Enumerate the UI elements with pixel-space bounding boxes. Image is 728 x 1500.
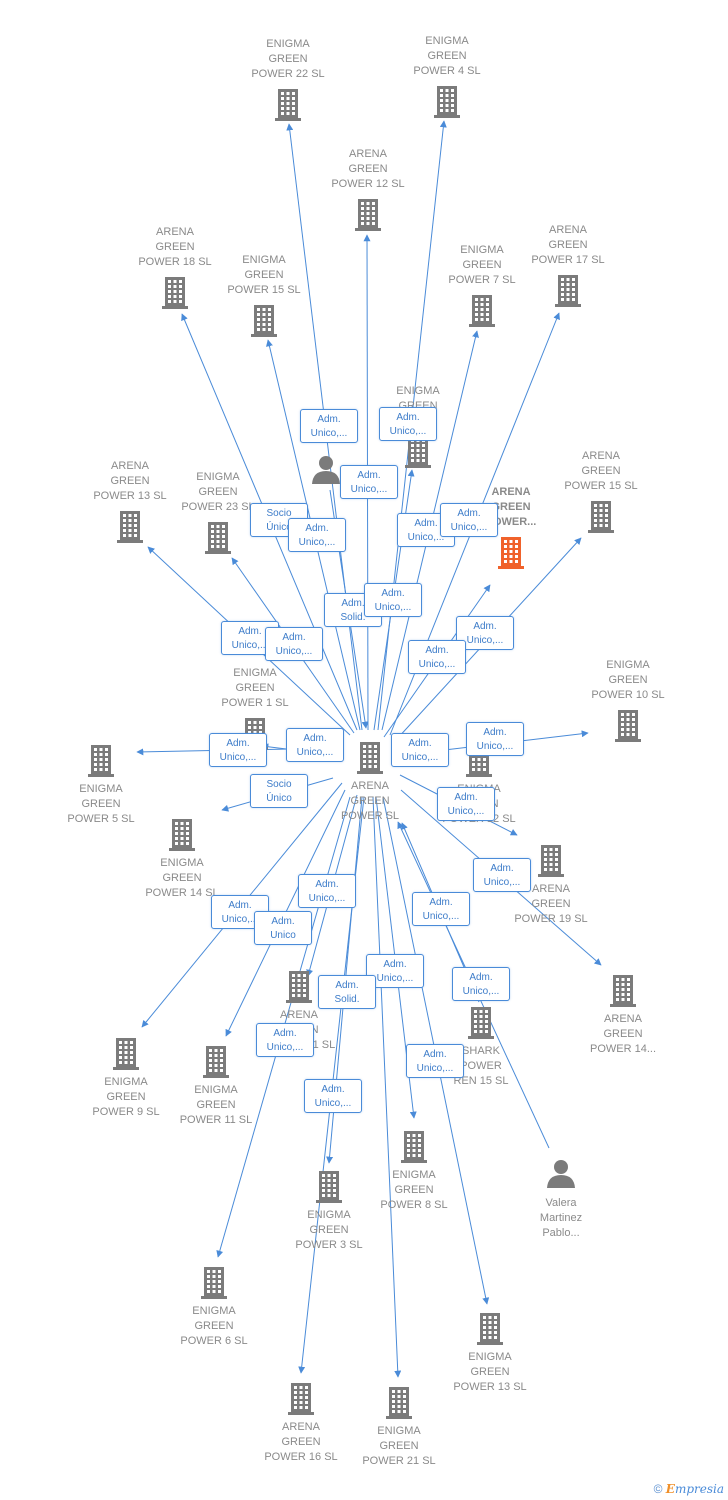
node-label-eg21[interactable]: ENIGMA GREEN POWER 21 SL	[362, 1425, 436, 1467]
node-label-eg15[interactable]: ENIGMA GREEN POWER 15 SL	[227, 254, 301, 296]
relation-label[interactable]: Adm. Unico,...	[412, 892, 470, 926]
node-label-center[interactable]: ARENA GREEN POWER SL	[340, 780, 400, 822]
building-icon[interactable]	[286, 971, 312, 1003]
edge-arrow	[372, 796, 402, 1378]
building-icon[interactable]	[162, 277, 188, 309]
building-icon[interactable]	[88, 745, 114, 777]
relation-label[interactable]: Adm. Unico,...	[452, 967, 510, 1001]
node-label-eg10[interactable]: ENIGMA GREEN POWER 10 SL	[591, 659, 665, 701]
building-icon[interactable]	[434, 86, 460, 118]
building-icon[interactable]	[251, 305, 277, 337]
copyright-symbol: ©	[653, 1482, 663, 1496]
relation-label[interactable]: Adm. Unico,...	[364, 583, 422, 617]
relation-label[interactable]: Adm. Unico	[254, 911, 312, 945]
node-label-eg23[interactable]: ENIGMA GREEN POWER 23 SL	[181, 471, 255, 513]
relation-label[interactable]: Adm. Unico,...	[286, 728, 344, 762]
node-label-ag15[interactable]: ARENA GREEN POWER 15 SL	[564, 450, 638, 492]
relation-label[interactable]: Adm. Unico,...	[391, 733, 449, 767]
building-icon[interactable]	[610, 975, 636, 1007]
node-label-eg13[interactable]: ENIGMA GREEN POWER 13 SL	[453, 1351, 527, 1393]
building-icon[interactable]	[468, 1007, 494, 1039]
building-icon[interactable]	[538, 845, 564, 877]
empresia-logo[interactable]: Empresia	[665, 1482, 724, 1496]
node-label-ag19[interactable]: ARENA GREEN POWER 19 SL	[514, 883, 588, 925]
building-icon[interactable]	[405, 436, 431, 468]
building-icon[interactable]	[203, 1046, 229, 1078]
node-label-ag_hl[interactable]: ARENA GREEN POWER...	[485, 486, 537, 528]
building-icon[interactable]	[477, 1313, 503, 1345]
relation-label[interactable]: Adm. Unico,...	[440, 503, 498, 537]
building-icon[interactable]	[588, 501, 614, 533]
node-label-eg1[interactable]: ENIGMA GREEN POWER 1 SL	[221, 667, 289, 709]
relation-label[interactable]: Adm. Unico,...	[406, 1044, 464, 1078]
relation-label[interactable]: Adm. Unico,...	[298, 874, 356, 908]
building-icon[interactable]	[113, 1038, 139, 1070]
node-label-ag16[interactable]: ARENA GREEN POWER 16 SL	[264, 1421, 338, 1463]
building-icon[interactable]	[401, 1131, 427, 1163]
building-icon[interactable]	[355, 199, 381, 231]
relation-label[interactable]: Adm. Unico,...	[256, 1023, 314, 1057]
relation-label[interactable]: Adm. Unico,...	[379, 407, 437, 441]
node-label-eg8[interactable]: ENIGMA GREEN POWER 8 SL	[380, 1169, 448, 1211]
building-icon[interactable]	[555, 275, 581, 307]
relation-label[interactable]: Adm. Unico,...	[209, 733, 267, 767]
node-label-eg4[interactable]: ENIGMA GREEN POWER 4 SL	[413, 35, 481, 77]
building-icon[interactable]	[275, 89, 301, 121]
node-label-eg11[interactable]: ENIGMA GREEN POWER 11 SL	[179, 1084, 253, 1126]
building-icon[interactable]	[288, 1383, 314, 1415]
building-icon[interactable]	[201, 1267, 227, 1299]
node-label-valera[interactable]: Valera Martinez Pablo...	[539, 1197, 583, 1239]
node-label-ag18[interactable]: ARENA GREEN POWER 18 SL	[138, 226, 212, 268]
building-icon[interactable]	[469, 295, 495, 327]
person-icon[interactable]	[312, 456, 340, 484]
relation-label[interactable]: Adm. Unico,...	[304, 1079, 362, 1113]
building-icon[interactable]	[316, 1171, 342, 1203]
building-icon[interactable]	[615, 710, 641, 742]
relation-label[interactable]: Adm. Unico,...	[466, 722, 524, 756]
node-label-ag17[interactable]: ARENA GREEN POWER 17 SL	[531, 224, 605, 266]
relation-label[interactable]: Adm. Solid.	[318, 975, 376, 1009]
building-icon[interactable]	[357, 742, 383, 774]
node-label-eg22[interactable]: ENIGMA GREEN POWER 22 SL	[251, 38, 325, 80]
relation-label[interactable]: Adm. Unico,...	[265, 627, 323, 661]
relation-label[interactable]: Adm. Unico,...	[340, 465, 398, 499]
footer-brand: © Empresia	[654, 1482, 724, 1496]
building-icon[interactable]	[386, 1387, 412, 1419]
building-icon[interactable]	[169, 819, 195, 851]
node-label-eg5[interactable]: ENIGMA GREEN POWER 5 SL	[67, 783, 135, 825]
building-icon[interactable]	[205, 522, 231, 554]
node-label-ag12[interactable]: ARENA GREEN POWER 12 SL	[331, 148, 405, 190]
relation-label[interactable]: Adm. Unico,...	[473, 858, 531, 892]
node-label-eg3[interactable]: ENIGMA GREEN POWER 3 SL	[295, 1209, 363, 1251]
node-label-eg6[interactable]: ENIGMA GREEN POWER 6 SL	[180, 1305, 248, 1347]
relation-label[interactable]: Adm. Unico,...	[300, 409, 358, 443]
relation-label[interactable]: Adm. Unico,...	[408, 640, 466, 674]
building-icon[interactable]	[498, 537, 524, 569]
node-label-ag14[interactable]: ARENA GREEN POWER 14...	[589, 1013, 657, 1055]
relation-label[interactable]: Socio Único	[250, 774, 308, 808]
node-label-eg7[interactable]: ENIGMA GREEN POWER 7 SL	[448, 244, 516, 286]
node-label-shark[interactable]: SHARK POWER REN 15 SL	[453, 1045, 509, 1087]
node-label-ag13[interactable]: ARENA GREEN POWER 13 SL	[93, 460, 167, 502]
person-icon[interactable]	[547, 1160, 575, 1188]
relation-label[interactable]: Adm. Unico,...	[288, 518, 346, 552]
relation-label[interactable]: Adm. Unico,...	[437, 787, 495, 821]
building-icon[interactable]	[117, 511, 143, 543]
node-label-eg9[interactable]: ENIGMA GREEN POWER 9 SL	[92, 1076, 160, 1118]
